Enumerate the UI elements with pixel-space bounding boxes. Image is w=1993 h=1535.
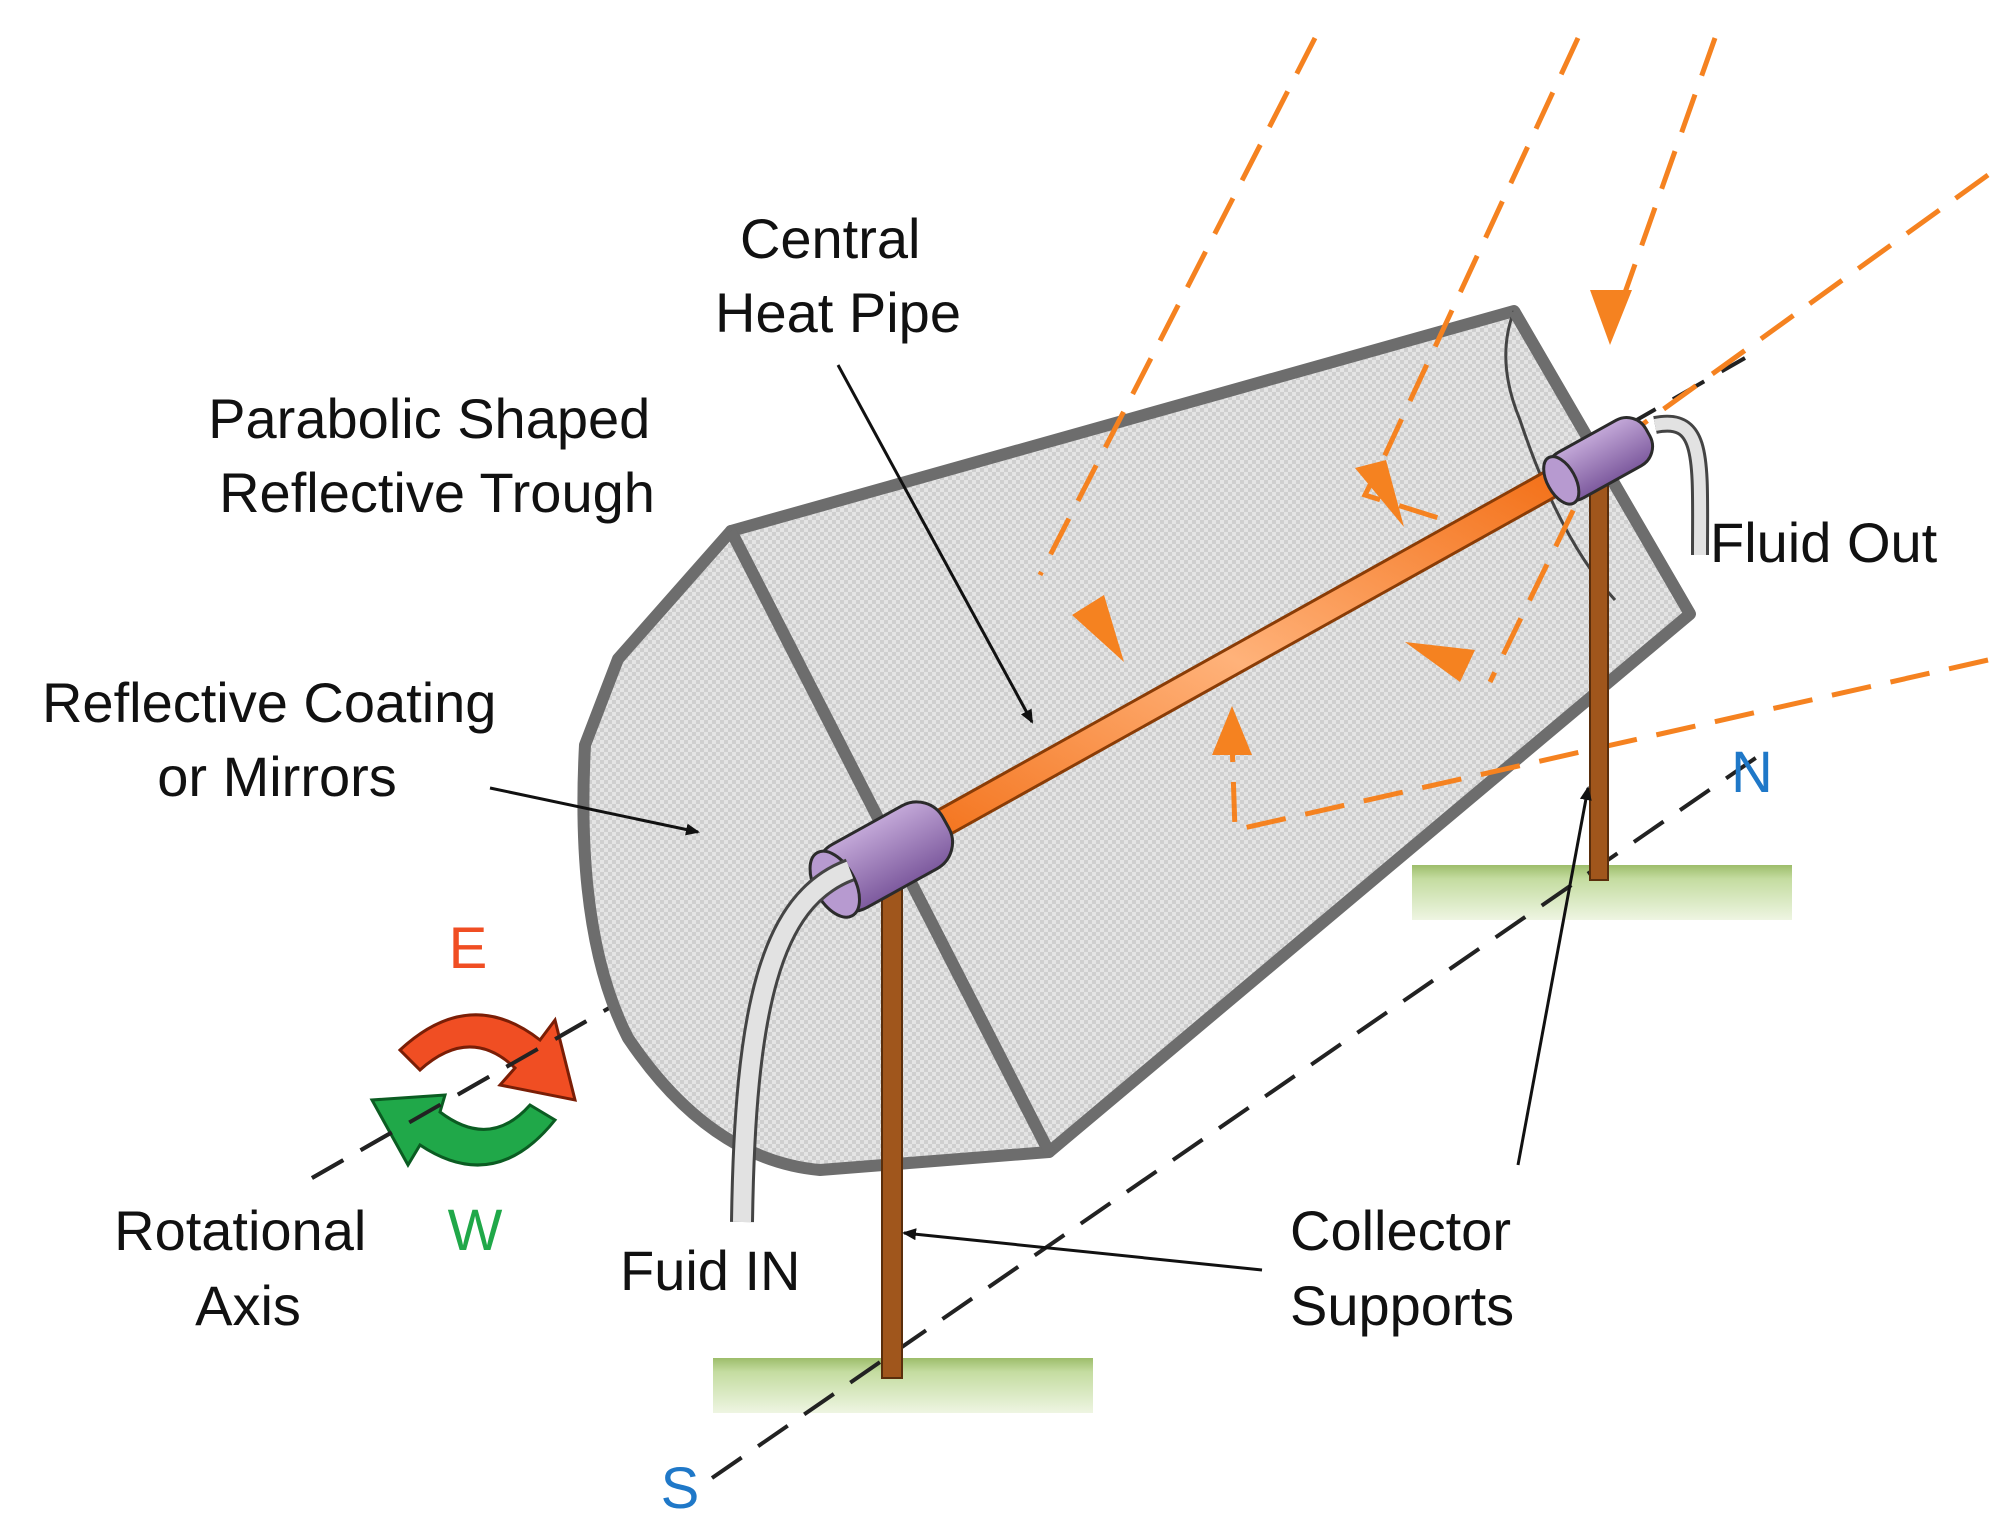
sun-ray-3 — [1607, 37, 1718, 336]
trough-parabolic-end — [577, 525, 1055, 1176]
ray-arrowhead-2 — [1355, 460, 1404, 527]
ray-arrowhead-4 — [1405, 642, 1475, 682]
fluid-out-hose-fill — [1653, 417, 1707, 556]
label-collector-supports: Collector Supports — [1290, 1199, 1527, 1337]
pointer-heat-pipe — [836, 364, 1034, 724]
ground-ns-line — [710, 753, 1762, 1480]
east-rotation-arrow — [397, 1013, 578, 1102]
trough-far-end — [1504, 310, 1617, 602]
collector-support-right — [1589, 469, 1609, 881]
label-central-heat-pipe: Central Heat Pipe — [715, 207, 961, 344]
central-heat-pipe-fill — [868, 450, 1602, 870]
sun-ray-arrowheads — [1072, 290, 1632, 755]
direction-east: E — [449, 916, 488, 981]
label-coating: Reflective Coating or Mirrors — [42, 671, 512, 808]
pointer-coating — [489, 786, 700, 836]
collar-far — [1542, 416, 1655, 506]
label-trough: Parabolic Shaped Reflective Trough — [208, 387, 666, 524]
ray-arrowhead-3 — [1590, 290, 1632, 345]
direction-south: S — [661, 1456, 700, 1521]
pointer-lines — [489, 364, 1592, 1272]
ray-arrowhead-1 — [1072, 595, 1124, 662]
label-fluid-in: Fuid IN — [620, 1239, 801, 1302]
label-rotational-axis: Rotational Axis — [114, 1199, 382, 1337]
sun-ray-4 — [1487, 172, 1990, 684]
pointer-support-left — [902, 1228, 1263, 1272]
label-fluid-out: Fluid Out — [1710, 511, 1938, 574]
sun-ray-1 — [1037, 36, 1318, 577]
west-rotation-arrow — [369, 1093, 558, 1169]
pointer-support-right — [1516, 786, 1592, 1166]
fluid-in-hose-fill — [733, 861, 854, 1223]
sun-ray-5 — [1229, 657, 1989, 834]
direction-north: N — [1731, 740, 1773, 805]
collector-support-left — [881, 867, 903, 1379]
direction-west: W — [448, 1198, 503, 1263]
ray-arrowhead-5 — [1212, 706, 1252, 755]
